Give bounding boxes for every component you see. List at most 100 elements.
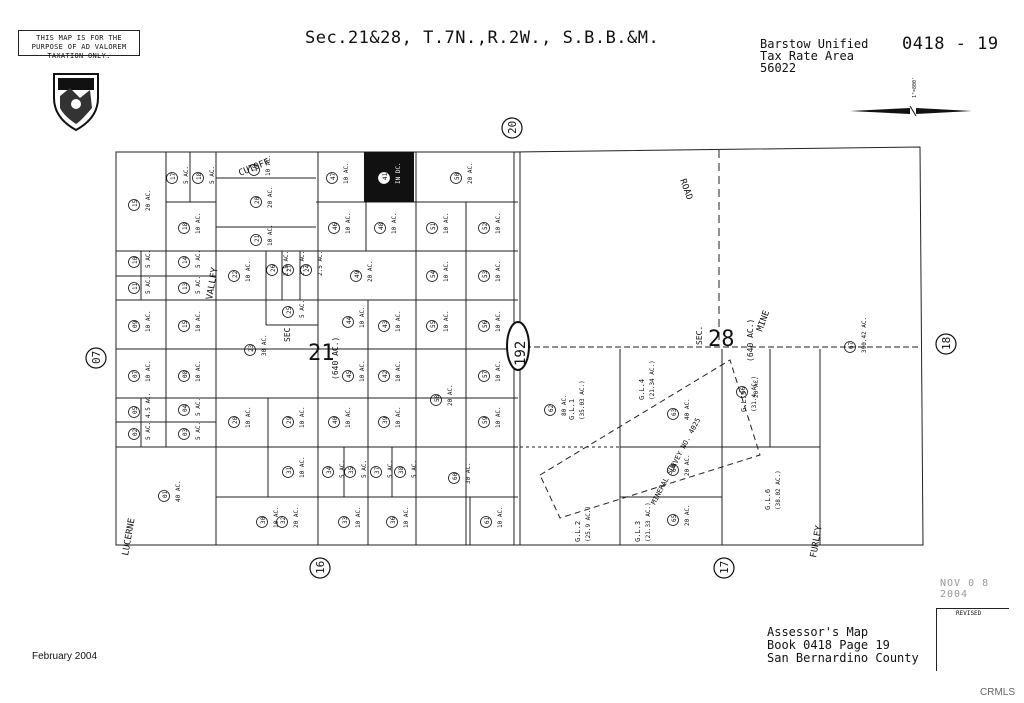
parcel-number-circle — [378, 320, 390, 332]
parcel-number-circle — [250, 196, 262, 208]
parcel-number-circle — [450, 172, 462, 184]
parcel-number: 29 — [286, 416, 293, 424]
parcel-number: 63 — [671, 408, 678, 416]
parcel-acreage: 2.5 AC. — [283, 251, 290, 276]
parcel-acreage: 10 AC. — [345, 212, 352, 234]
parcel-number-circle — [386, 516, 398, 528]
section-21-label: 21 — [308, 341, 335, 366]
parcel-acreage: 30 AC. — [465, 462, 472, 484]
adjacent-page-number[interactable]: 16 — [314, 561, 327, 574]
parcel-acreage: 5 AC. — [145, 422, 152, 440]
parcel-number-circle — [342, 370, 354, 382]
parcel-acreage: 390.42 AC. — [861, 317, 868, 353]
road-lucerne: LUCERNE — [121, 517, 137, 556]
parcel-acreage: 10 AC. — [195, 360, 202, 382]
parcel-acreage: 80 AC. — [561, 394, 568, 416]
parcel-acreage: 10 AC. — [395, 406, 402, 428]
section-28-word: SEC. — [695, 326, 704, 345]
parcel-number: 20 — [254, 196, 261, 204]
adjacent-page-circle[interactable] — [501, 117, 523, 139]
parcel-acreage: 5 AC. — [411, 460, 418, 478]
parcel-number-circle — [266, 264, 278, 276]
parcel-acreage: 5 AC. — [339, 460, 346, 478]
parcel-acreage: 10 AC. — [273, 506, 280, 528]
parcel-number-circle — [370, 466, 382, 478]
parcel-number: 15 — [132, 199, 139, 207]
parcel-number-circle — [478, 222, 490, 234]
parcel-number-circle — [128, 370, 140, 382]
parcel-acreage: 10 AC. — [395, 360, 402, 382]
parcel-acreage: 10 AC. — [359, 360, 366, 382]
parcel-number-circle — [282, 466, 294, 478]
parcel-number: 31 — [286, 466, 293, 474]
adjacent-page-circle[interactable] — [85, 347, 107, 369]
received-stamp: NOV 0 8 2004 — [940, 578, 990, 600]
parcel-number: 39 — [382, 416, 389, 424]
parcel-number: 52 — [482, 222, 489, 230]
parcel-number: 51 — [430, 222, 437, 230]
parcel-acreage: 10 AC. — [355, 506, 362, 528]
parcel-number-circle — [244, 344, 256, 356]
parcel-number: 01 — [162, 490, 169, 498]
parcel-number: 67 — [848, 341, 855, 349]
parcel-number: 24 — [304, 264, 311, 272]
parcel-number-circle — [328, 222, 340, 234]
parcel-number-circle — [248, 164, 260, 176]
parcel-number-circle — [736, 386, 748, 398]
parcel-number: 11 — [132, 282, 139, 290]
parcel-acreage: 5 AC. — [361, 460, 368, 478]
adjacent-page-number[interactable]: 18 — [940, 337, 953, 350]
parcel-number-circle — [178, 256, 190, 268]
parcel-acreage: 5 AC. — [209, 166, 216, 184]
adjacent-page-circle[interactable] — [935, 333, 957, 355]
parcel-acreage: 10 AC. — [267, 224, 274, 246]
adjacent-page-circle[interactable] — [309, 557, 331, 579]
parcel-number: 47 — [330, 172, 337, 180]
parcel-number-circle — [166, 172, 178, 184]
parcel-acreage: 4.5 AC. — [145, 393, 152, 418]
parcel-number: 61 — [484, 516, 491, 524]
parcel-number-circle — [426, 270, 438, 282]
parcel-acreage: 5 AC. — [145, 250, 152, 268]
parcel-acreage: 10 AC. — [443, 260, 450, 282]
parcel-number-circle — [478, 370, 490, 382]
section-28-label: 28 — [708, 327, 735, 352]
parcel-number: 35 — [348, 466, 355, 474]
parcel-acreage: 10 AC. — [299, 456, 306, 478]
adjacent-page-number[interactable]: 20 — [506, 121, 519, 134]
parcel-number-circle — [342, 316, 354, 328]
parcel-number: 58 — [434, 394, 441, 402]
parcel-acreage: 10 AC. — [345, 406, 352, 428]
adjacent-page-number[interactable]: 07 — [90, 351, 103, 364]
footer-block: Assessor's Map Book 0418 Page 19 San Ber… — [767, 626, 919, 665]
parcel-number: 56 — [482, 320, 489, 328]
parcel-number: 43 — [382, 320, 389, 328]
parcel-acreage: 5 AC. — [145, 276, 152, 294]
parcel-acreage: 10 AC. — [395, 310, 402, 332]
adjacent-page-circle[interactable] — [713, 557, 735, 579]
parcel-number-circle — [667, 464, 679, 476]
road-road: ROAD — [677, 178, 694, 202]
parcel-number: 66 — [740, 386, 747, 394]
parcel-number: 07 — [132, 370, 139, 378]
parcel-number-circle — [322, 466, 334, 478]
revised-label: REVISED — [956, 610, 982, 617]
parcel-acreage: 10 AC. — [195, 310, 202, 332]
purpose-notice: THIS MAP IS FOR THE PURPOSE OF AD VALORE… — [18, 30, 140, 60]
parcel-number: 42 — [382, 370, 389, 378]
parcel-number-circle — [478, 270, 490, 282]
parcel-number-circle — [544, 404, 556, 416]
map-number: 0418 - 19 — [902, 34, 999, 54]
government-lot-label: G.L.3 — [634, 521, 642, 542]
adjacent-page-number[interactable]: 17 — [718, 561, 731, 574]
parcel-number-circle — [338, 516, 350, 528]
parcel-number: 55 — [430, 320, 437, 328]
parcel-number: 40 — [332, 416, 339, 424]
parcel-acreage: 10 AC. — [497, 506, 504, 528]
parcel-number: 23 — [248, 344, 255, 352]
road-furley: FURLEY — [809, 524, 825, 558]
parcel-number-circle — [378, 172, 390, 184]
parcel-number: 34 — [326, 466, 333, 474]
parcel-number: 15 — [182, 320, 189, 328]
